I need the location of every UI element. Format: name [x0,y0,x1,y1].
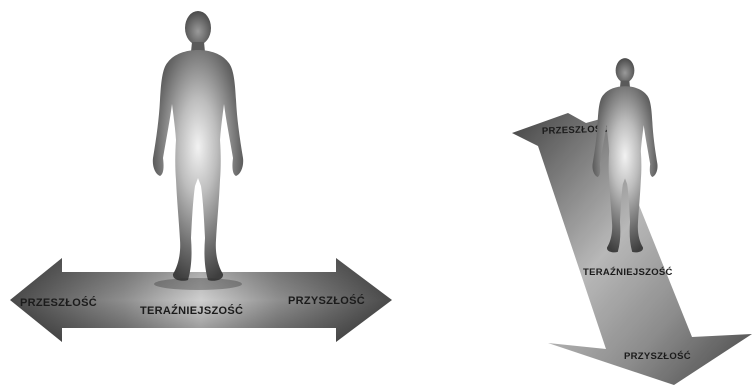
left-diagram: PRZESZŁOŚĆ TERAŹNIEJSZOŚĆ PRZYSZŁOŚĆ [10,11,392,342]
left-present-label: TERAŹNIEJSZOŚĆ [140,304,243,317]
person-silhouette-left [153,11,243,281]
right-diagram: PRZESZŁOŚĆ TERAŹNIEJSZOŚĆ PRZYSZŁOŚĆ [512,58,752,385]
feet-shadow-left [154,278,242,290]
left-future-label: PRZYSZŁOŚĆ [288,294,365,307]
left-past-label: PRZESZŁOŚĆ [20,296,97,309]
right-present-label: TERAŹNIEJSZOŚĆ [583,266,673,278]
right-future-label: PRZYSZŁOŚĆ [624,350,691,362]
